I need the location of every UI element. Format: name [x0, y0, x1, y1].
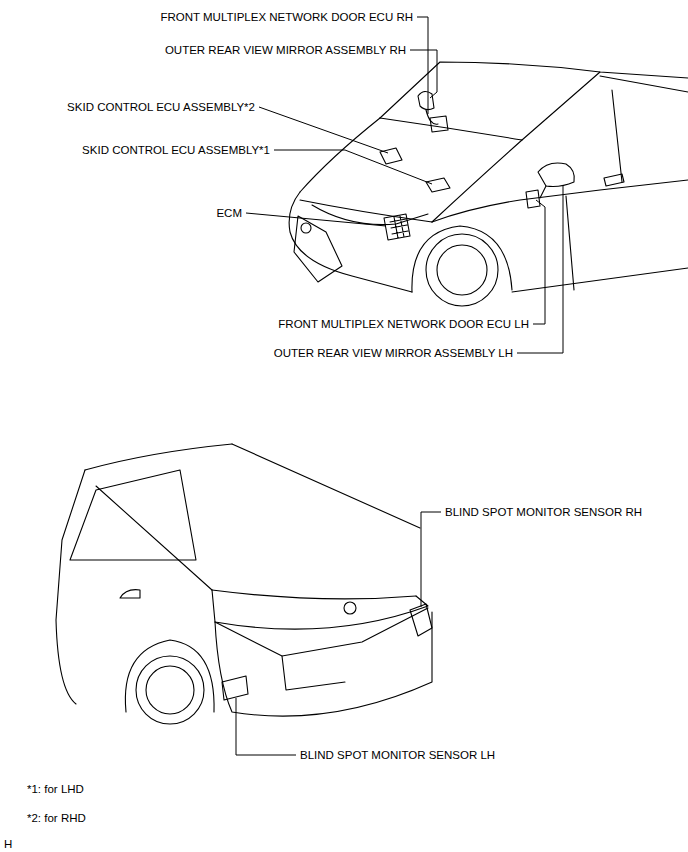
wheel-arch [412, 226, 512, 292]
skid-ecu-rhd [380, 148, 402, 164]
rear-car [56, 444, 432, 724]
wheel [136, 656, 204, 724]
part-label: BLIND SPOT MONITOR SENSOR LH [300, 748, 495, 762]
leader-line [259, 107, 388, 153]
leader-line [274, 150, 432, 184]
c-pillar [96, 486, 212, 590]
leader-line [421, 512, 441, 607]
note-text: *1: for LHD [27, 782, 84, 796]
part-label: BLIND SPOT MONITOR SENSOR RH [445, 505, 642, 519]
bsm-sensor-rh [410, 604, 432, 636]
license-area [282, 656, 345, 690]
door-handle [604, 174, 624, 186]
body-side [56, 470, 85, 704]
emblem [344, 602, 356, 614]
part-label: FRONT MULTIPLEX NETWORK DOOR ECU RH [160, 10, 413, 24]
trunk [212, 590, 428, 629]
leader-line [246, 213, 386, 226]
ecm [384, 214, 410, 240]
windshield [380, 72, 600, 140]
leader-line [236, 698, 296, 755]
leader-line [417, 17, 428, 114]
wheel [426, 234, 498, 306]
mirror-lh [538, 163, 574, 187]
rear-window-bottom [212, 590, 416, 599]
door-line [566, 196, 574, 290]
headlight [312, 205, 428, 225]
side-window [600, 76, 688, 92]
note-text: *2: for RHD [27, 811, 86, 825]
lower-body [512, 268, 688, 292]
leader-line [410, 50, 437, 98]
bsm-sensor-lh [222, 676, 248, 700]
bumper [215, 612, 432, 716]
door-ecu-lh [526, 190, 540, 208]
leader-line [533, 200, 545, 324]
grille [294, 216, 342, 282]
taillights [215, 608, 428, 656]
side-window [70, 470, 196, 560]
wheel-rim [146, 666, 194, 714]
door-ecu-rh [430, 116, 448, 132]
part-label: OUTER REAR VIEW MIRROR ASSEMBLY LH [274, 346, 513, 360]
roof-line [85, 444, 232, 470]
skid-ecu-lhd [426, 178, 450, 192]
rear-window-top [232, 444, 420, 528]
part-label: SKID CONTROL ECU ASSEMBLY*1 [82, 143, 270, 157]
b-pillar [612, 90, 622, 182]
emblem [301, 223, 311, 233]
hood-edge [300, 118, 380, 192]
wheel-rim [437, 245, 487, 295]
mirror-rh [418, 91, 434, 109]
part-label: ECM [216, 206, 242, 220]
mirror-lh-stay [540, 186, 546, 198]
part-label: OUTER REAR VIEW MIRROR ASSEMBLY RH [165, 43, 406, 57]
door-handle [120, 590, 140, 598]
note-text: H [4, 837, 12, 851]
part-label: SKID CONTROL ECU ASSEMBLY*2 [67, 100, 255, 114]
front-car [289, 62, 688, 306]
front-bumper [289, 192, 412, 292]
part-label: FRONT MULTIPLEX NETWORK DOOR ECU LH [278, 317, 529, 331]
